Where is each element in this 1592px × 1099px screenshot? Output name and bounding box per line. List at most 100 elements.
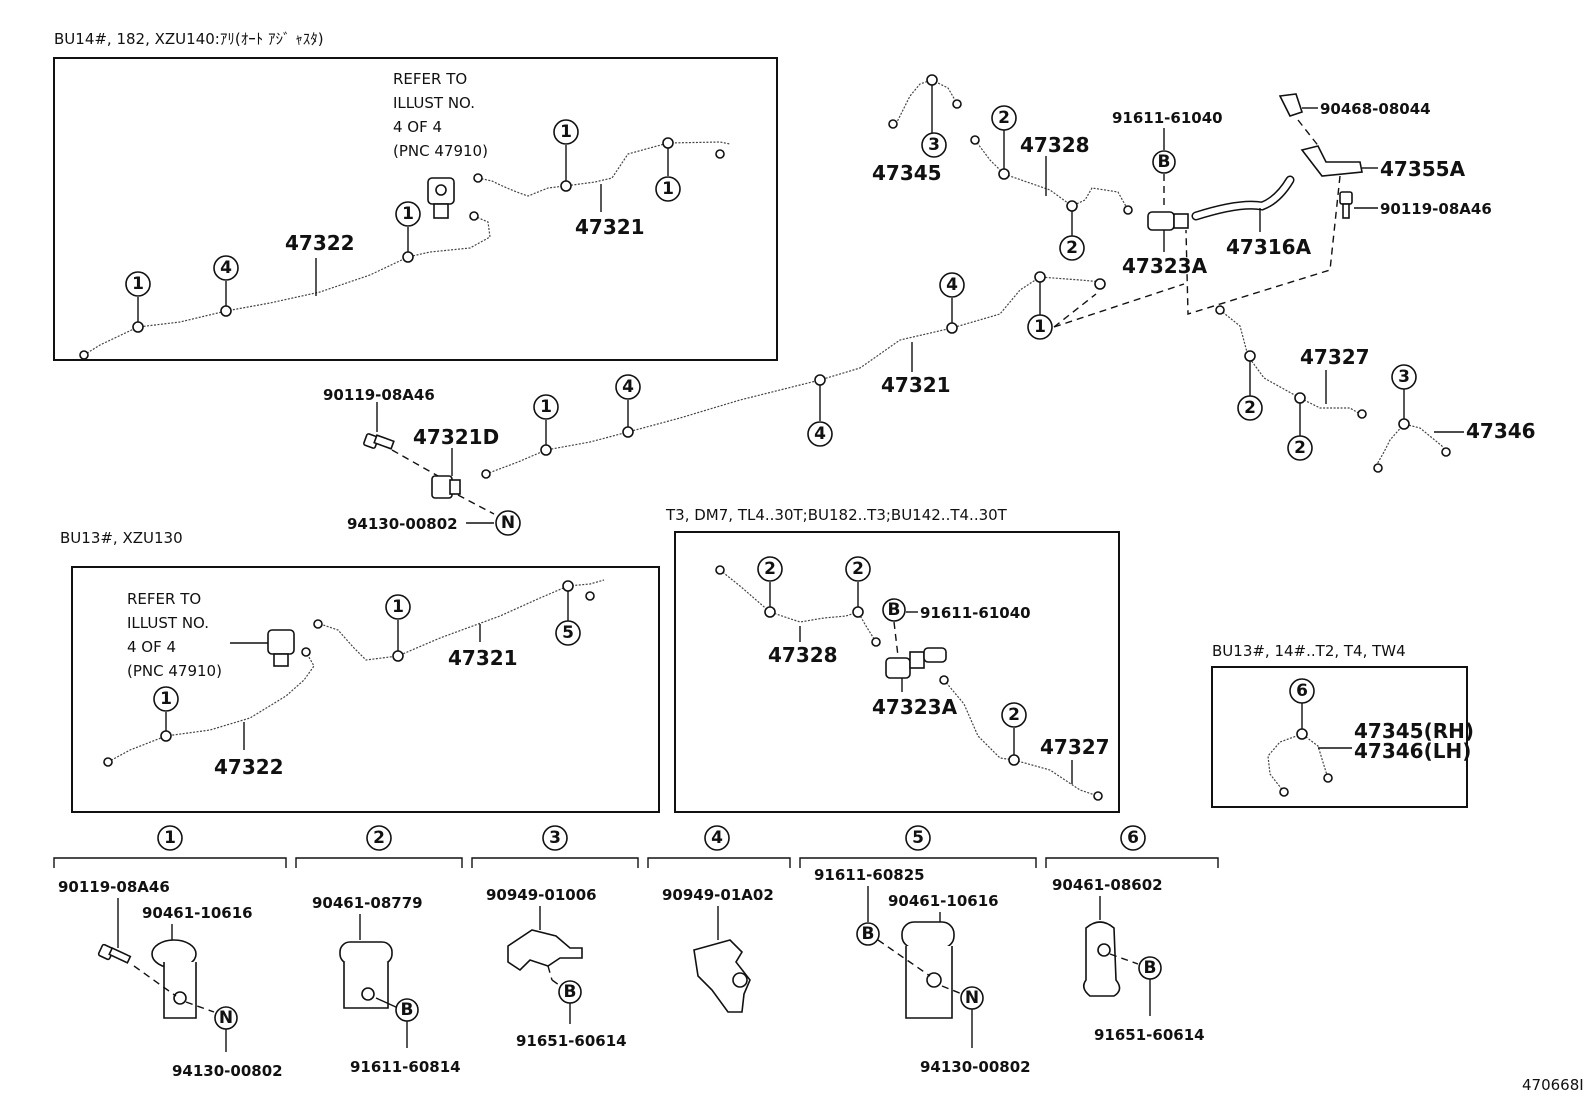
pipe-fitting-icon xyxy=(939,675,949,685)
callout-b: B xyxy=(856,922,880,946)
refer-note-line3: 4 OF 4 xyxy=(127,638,176,656)
part-91611-60825: 91611-60825 xyxy=(814,866,925,884)
main-pipe-assembly: 90119-08A46 47321D 94130-00802 N 1 4 4 4… xyxy=(323,271,1185,536)
part-47322: 47322 xyxy=(285,231,355,255)
clamp-point xyxy=(764,606,776,618)
part-47327: 47327 xyxy=(1040,735,1110,759)
pipe-fitting-icon xyxy=(79,350,89,360)
callout-2: 2 xyxy=(991,105,1017,131)
callout-n: N xyxy=(214,1006,238,1030)
svg-text:4: 4 xyxy=(711,828,723,848)
part-90949-01a02: 90949-01A02 xyxy=(662,886,774,904)
callout-4: 4 xyxy=(939,272,965,298)
part-91611-61040: 91611-61040 xyxy=(920,604,1031,622)
junction-block-icon xyxy=(431,475,461,499)
clamp-point xyxy=(560,180,572,192)
svg-text:1: 1 xyxy=(560,122,572,142)
pipe-fitting-icon xyxy=(888,119,898,129)
clamp-point xyxy=(540,444,552,456)
part-94130-00802: 94130-00802 xyxy=(920,1058,1031,1076)
pipe-fitting-icon xyxy=(1094,278,1106,290)
hose-clip-icon xyxy=(1278,93,1304,117)
pipe-47328-inset xyxy=(719,569,877,643)
svg-text:5: 5 xyxy=(562,623,574,643)
inset-box-bu13 xyxy=(71,566,660,813)
callout-1: 1 xyxy=(655,176,681,202)
group-bracket-5 xyxy=(799,857,1037,868)
clamp-point xyxy=(562,580,574,592)
group-callout-4: 4 xyxy=(704,825,730,851)
pipe-fitting-icon xyxy=(301,647,311,657)
part-90461-10616: 90461-10616 xyxy=(142,904,253,922)
clamp-point xyxy=(622,426,634,438)
callout-1: 1 xyxy=(395,201,421,227)
pipe-fitting-icon xyxy=(1373,463,1383,473)
callout-4: 4 xyxy=(213,255,239,281)
part-47321: 47321 xyxy=(575,215,645,239)
pipe-47327 xyxy=(1219,309,1361,415)
pipe-fitting-icon xyxy=(473,173,483,183)
callout-b: B xyxy=(882,598,906,622)
refer-note-line2: ILLUST NO. xyxy=(393,94,475,112)
svg-text:2: 2 xyxy=(1294,438,1306,458)
pipe-47346 xyxy=(1375,423,1447,467)
group-bracket-2 xyxy=(295,857,463,868)
callout-2: 2 xyxy=(845,556,871,582)
svg-text:N: N xyxy=(965,988,979,1008)
header-t3-dm7: T3, DM7, TL4..30T;BU182..T3;BU142..T4..3… xyxy=(665,506,1008,524)
refer-note-line1: REFER TO xyxy=(393,70,467,88)
svg-text:2: 2 xyxy=(1244,398,1256,418)
clamp-point xyxy=(814,374,826,386)
svg-text:1: 1 xyxy=(164,828,176,848)
clamp-point xyxy=(392,650,404,662)
pipe-fitting-icon xyxy=(481,469,491,479)
clamp-point xyxy=(1066,200,1078,212)
header-bu14-xzu140: BU14#, 182, XZU140:ｱﾘ(ｵｰﾄ ｱｼﾞ ｬｽﾀ) xyxy=(54,30,324,48)
refer-note-line1: REFER TO xyxy=(127,590,201,608)
pipe-47321-inset2 xyxy=(319,579,605,661)
group-bracket-6 xyxy=(1045,857,1219,868)
svg-text:2: 2 xyxy=(1066,238,1078,258)
svg-text:4: 4 xyxy=(814,424,826,444)
clamp-point xyxy=(926,74,938,86)
header-bu13-14-t2: BU13#, 14#..T2, T4, TW4 xyxy=(1212,642,1406,660)
callout-1: 1 xyxy=(553,119,579,145)
svg-text:4: 4 xyxy=(220,258,232,278)
part-47321d: 47321D xyxy=(413,425,499,449)
refer-note-line4: (PNC 47910) xyxy=(393,142,488,160)
bolt-icon xyxy=(1339,191,1353,219)
svg-text:B: B xyxy=(401,1000,414,1020)
pipe-fitting-icon xyxy=(970,135,980,145)
clamp-point xyxy=(160,730,172,742)
callout-1: 1 xyxy=(385,594,411,620)
clamp-point xyxy=(662,137,674,149)
clip-icon xyxy=(693,939,751,1013)
part-90949-01006: 90949-01006 xyxy=(486,886,597,904)
svg-text:1: 1 xyxy=(540,397,552,417)
part-47321: 47321 xyxy=(448,646,518,670)
part-47323a: 47323A xyxy=(1122,254,1208,278)
svg-text:3: 3 xyxy=(928,135,940,155)
part-47346: 47346 xyxy=(1466,419,1536,443)
proportioning-valve-icon xyxy=(267,629,295,667)
part-47346-lh: 47346(LH) xyxy=(1354,739,1471,763)
callout-2: 2 xyxy=(1287,435,1313,461)
svg-text:6: 6 xyxy=(1296,681,1308,701)
part-47323a: 47323A xyxy=(872,695,958,719)
callout-3: 3 xyxy=(1391,364,1417,390)
callout-4: 4 xyxy=(615,374,641,400)
pipe-fitting-icon xyxy=(1093,791,1103,801)
pipe-fitting-icon xyxy=(715,149,725,159)
clamp-point xyxy=(1398,418,1410,430)
svg-text:N: N xyxy=(501,513,515,533)
svg-text:6: 6 xyxy=(1127,828,1139,848)
pipe-fitting-icon xyxy=(1215,305,1225,315)
callout-6: 6 xyxy=(1289,678,1315,704)
clamp-point xyxy=(1034,271,1046,283)
figure-id: 470668I xyxy=(1522,1076,1584,1094)
group-callout-5: 5 xyxy=(905,825,931,851)
part-91611-61040: 91611-61040 xyxy=(1112,109,1223,127)
svg-text:B: B xyxy=(1144,958,1157,978)
callout-1: 1 xyxy=(125,271,151,297)
svg-text:2: 2 xyxy=(998,108,1010,128)
